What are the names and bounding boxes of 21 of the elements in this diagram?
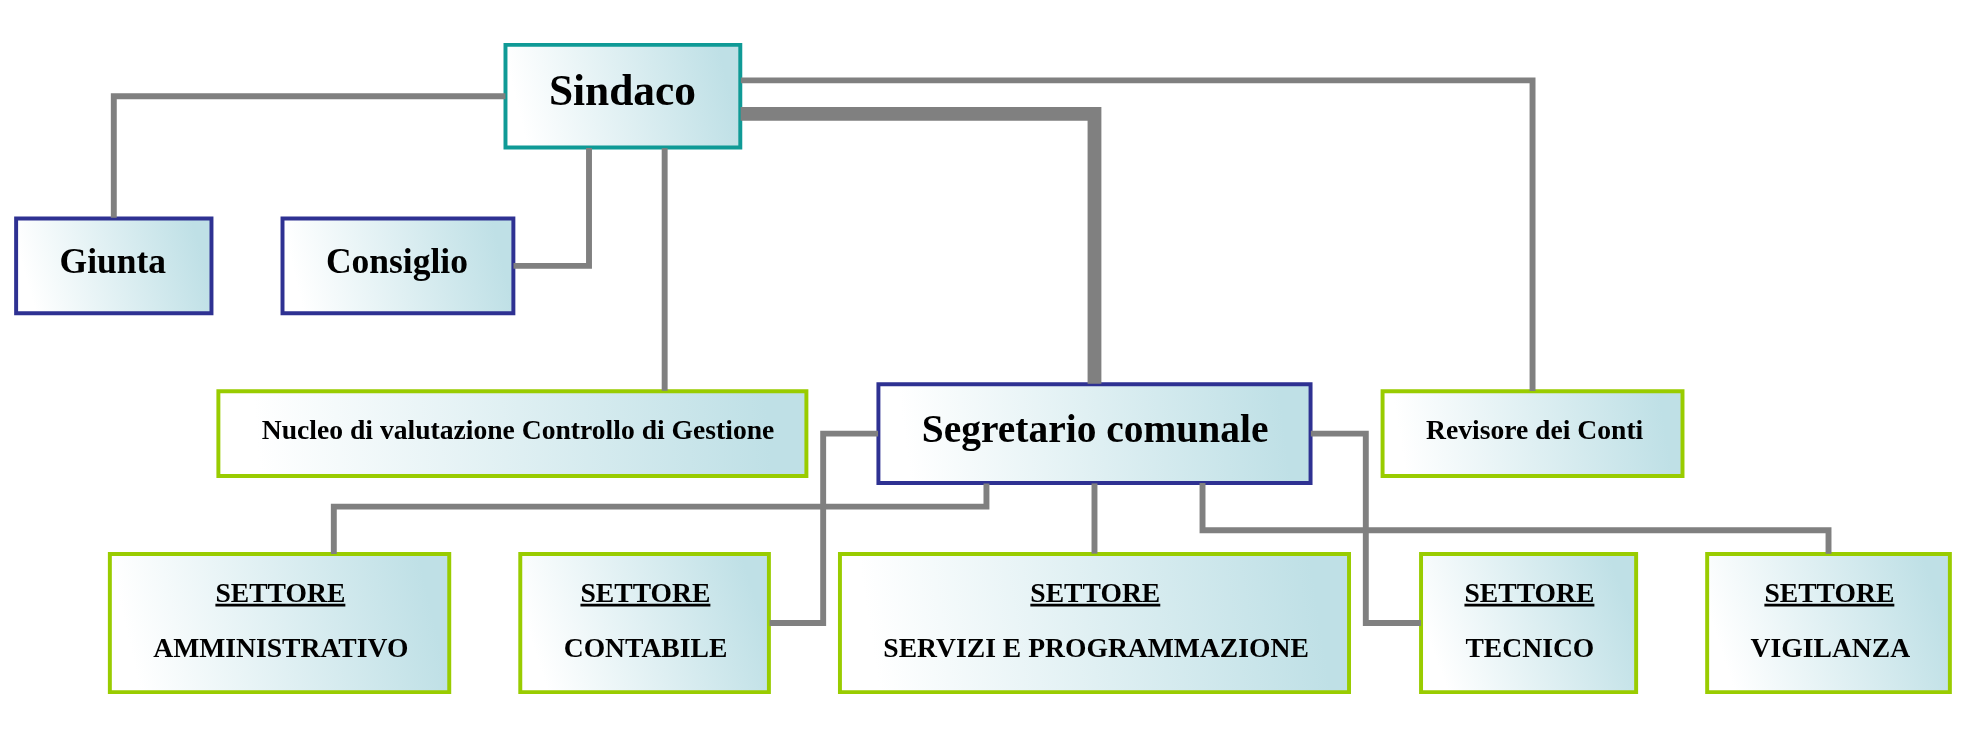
connector: [661, 147, 668, 391]
connector: [1310, 430, 1421, 626]
node-box: Giunta: [14, 216, 214, 315]
node-box: SETTORE VIGILANZA: [1705, 551, 1952, 694]
node-box: SETTORE SERVIZI E PROGRAMMAZIONE: [837, 551, 1351, 694]
node-box: Sindaco: [503, 42, 743, 149]
connector: [740, 106, 1102, 384]
node-box: SETTORE TECNICO: [1419, 551, 1639, 694]
node-box: Consiglio: [280, 216, 516, 315]
connector: [513, 147, 592, 269]
connector: [740, 76, 1536, 391]
node-box: Revisore dei Conti: [1380, 388, 1685, 478]
node-box: Segretario comunale: [876, 381, 1313, 485]
connector: [110, 92, 506, 218]
connector: [1199, 482, 1832, 554]
connector: [1091, 482, 1098, 554]
connector: [330, 483, 990, 554]
connector: [769, 430, 879, 626]
node-box: SETTORE CONTABILE: [518, 551, 771, 694]
node-box: Nucleo di valutazione Controllo di Gestione: [216, 388, 809, 478]
node-box: SETTORE AMMINISTRATIVO: [107, 551, 452, 694]
